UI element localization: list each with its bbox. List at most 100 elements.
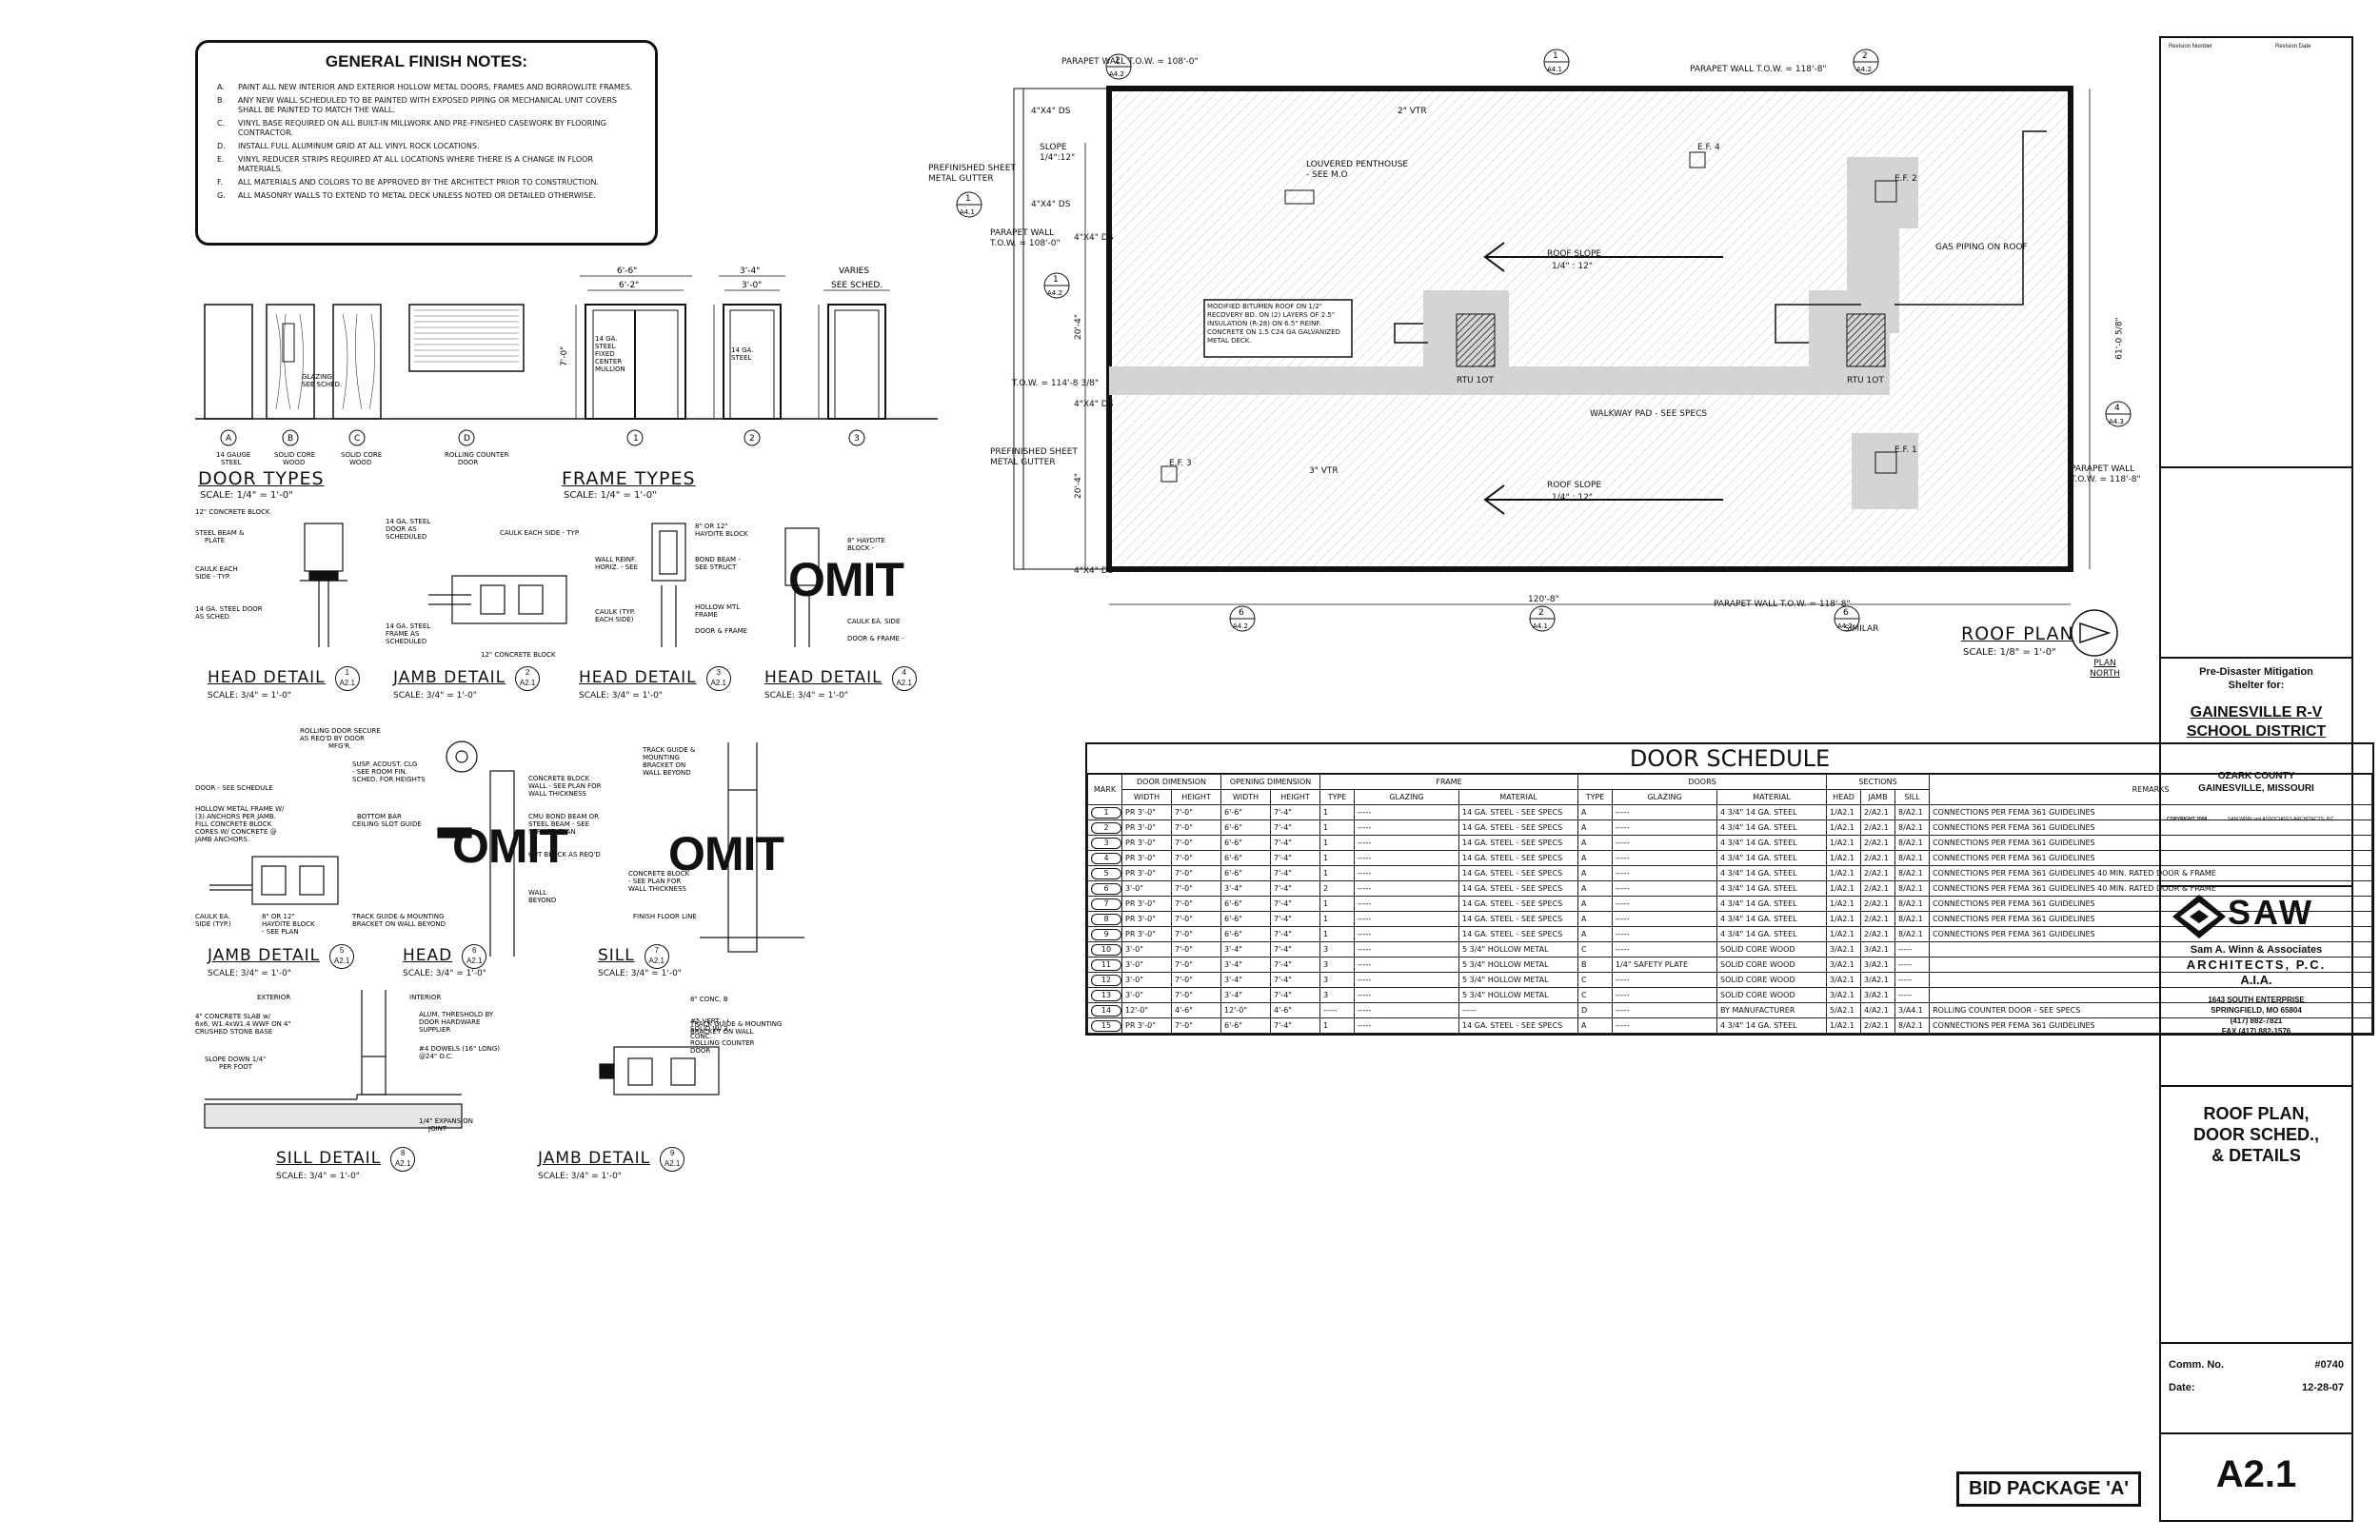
svg-text:12" CONCRETE BLOCK: 12" CONCRETE BLOCK: [481, 651, 556, 659]
detail-title: HEAD: [403, 946, 453, 966]
table-cell: 14 GA. STEEL - SEE SPECS: [1458, 804, 1579, 820]
table-cell: -----: [1319, 1002, 1356, 1018]
table-cell: 7'-0": [1170, 911, 1222, 927]
svg-text:SOLID CORE: SOLID CORE: [274, 451, 315, 459]
svg-text:8" OR 12": 8" OR 12": [262, 913, 295, 920]
door-mark: 5: [1091, 867, 1121, 879]
svg-text:A4.1: A4.1: [960, 208, 975, 216]
table-cell: SOLID CORE WOOD: [1716, 957, 1828, 973]
table-cell: 1: [1319, 926, 1356, 942]
detail-scale: SCALE: 3/4" = 1'-0": [403, 969, 486, 978]
detail-callout-number: 6: [472, 946, 477, 955]
svg-text:14 GA.: 14 GA.: [595, 335, 617, 343]
note-letter: G.: [217, 191, 226, 200]
table-cell: 3/A2.1: [1860, 972, 1896, 988]
table-cell: 2/A2.1: [1860, 1017, 1896, 1034]
title-block: Revision Number Revision Date Pre-Disast…: [2159, 36, 2353, 1522]
svg-text:#5 VERT. - GROUT: #5 VERT. - GROUT: [690, 1017, 728, 1025]
roof-note-membrane: MODIFIED BITUMEN ROOF ON 1/2" RECOVERY B…: [1207, 303, 1340, 345]
svg-text:BLOCK -: BLOCK -: [847, 544, 875, 552]
client-line-2: SCHOOL DISTRICT: [2186, 723, 2327, 740]
table-cell: 3'-4": [1220, 957, 1272, 973]
table-cell: 4 3/4" 14 GA. STEEL: [1716, 835, 1828, 851]
svg-text:GLAZING: GLAZING: [302, 373, 332, 381]
table-cell: 7'-0": [1170, 987, 1222, 1003]
svg-text:1: 1: [1053, 275, 1059, 285]
table-cell: 6'-6": [1220, 896, 1272, 912]
svg-text:A4.2: A4.2: [1109, 70, 1124, 78]
table-cell: 6'-6": [1220, 865, 1272, 881]
table-cell: A: [1577, 819, 1614, 836]
table-cell: 8/A2.1: [1894, 835, 1931, 851]
svg-text:HOLLOW METAL FRAME W/: HOLLOW METAL FRAME W/: [195, 805, 285, 813]
table-cell: -----: [1354, 957, 1460, 973]
table-cell: 3'-4": [1220, 880, 1272, 897]
table-cell: 2/A2.1: [1860, 896, 1896, 912]
svg-text:2: 2: [1538, 608, 1544, 618]
svg-text:2: 2: [1115, 56, 1121, 66]
roof-note-walkway: WALKWAY PAD - SEE SPECS: [1590, 409, 1708, 419]
table-cell: 7'-4": [1270, 941, 1321, 958]
table-cell: 7'-4": [1270, 850, 1321, 866]
svg-text:ROLLING COUNTER: ROLLING COUNTER: [690, 1039, 755, 1047]
table-cell: 12'-0": [1121, 1002, 1172, 1018]
table-cell: 3/A2.1: [1826, 941, 1862, 958]
svg-text:SCHEDULED: SCHEDULED: [386, 533, 426, 541]
svg-text:INTERIOR: INTERIOR: [409, 994, 441, 1001]
svg-text:CONCRETE BLOCK: CONCRETE BLOCK: [628, 870, 690, 878]
table-cell: 7'-4": [1270, 819, 1321, 836]
table-cell: 14 GA. STEEL - SEE SPECS: [1458, 865, 1579, 881]
svg-text:STEEL BEAM &: STEEL BEAM &: [195, 529, 245, 537]
door-mark-cell: 12: [1087, 972, 1122, 988]
svg-text:WALL BEYOND: WALL BEYOND: [643, 769, 691, 777]
table-cell: 1/A2.1: [1826, 835, 1862, 851]
table-cell: 3/A4.1: [1894, 1002, 1931, 1018]
svg-text:7'-0": 7'-0": [560, 346, 569, 366]
date-value: 12-28-07: [2301, 1382, 2344, 1393]
table-cell: 7'-4": [1270, 957, 1321, 973]
note-text: PAINT ALL NEW INTERIOR AND EXTERIOR HOLL…: [238, 83, 633, 91]
table-cell: 8/A2.1: [1894, 896, 1931, 912]
table-cell: 7'-0": [1170, 896, 1222, 912]
svg-text:14 GA. STEEL: 14 GA. STEEL: [386, 622, 430, 630]
project-line-1: Pre-Disaster Mitigation: [2199, 666, 2313, 678]
note-text: VINYL BASE REQUIRED ON ALL BUILT-IN MILL…: [238, 119, 606, 137]
svg-text:STEEL: STEEL: [595, 343, 616, 350]
table-cell: 14 GA. STEEL - SEE SPECS: [1458, 819, 1579, 836]
note-text: ALL MASONRY WALLS TO EXTEND TO METAL DEC…: [238, 191, 596, 200]
door-types-scale: SCALE: 1/4" = 1'-0": [200, 490, 293, 501]
roof-note-slope-upper-val: 1/4" : 12": [1552, 262, 1593, 271]
svg-text:DOOR: DOOR: [690, 1047, 710, 1055]
location-line-1: OZARK COUNTY: [2217, 771, 2295, 781]
note-text: ANY NEW WALL SCHEDULED TO BE PAINTED WIT…: [238, 96, 617, 114]
door-type-c-elevation: [332, 304, 382, 420]
table-cell: 1/A2.1: [1826, 1017, 1862, 1034]
table-cell: -----: [1354, 850, 1460, 866]
detail-title: JAMB DETAIL: [538, 1149, 651, 1169]
svg-text:STEEL: STEEL: [731, 354, 752, 362]
sheet-title-1: ROOF PLAN,: [2203, 1104, 2310, 1123]
svg-text:CAULK EACH SIDE - TYP.: CAULK EACH SIDE - TYP.: [500, 529, 580, 537]
table-cell: 5/A2.1: [1826, 1002, 1862, 1018]
date-label: Date:: [2169, 1382, 2195, 1393]
table-cell: -----: [1894, 987, 1931, 1003]
svg-text:STRUCT. PLAN: STRUCT. PLAN: [528, 828, 576, 836]
door-mark-cell: 4: [1087, 850, 1122, 866]
roof-note-tow-left: T.O.W. = 114'-8 3/8": [1012, 379, 1099, 388]
table-cell: 4 3/4" 14 GA. STEEL: [1716, 880, 1828, 897]
detail-callout-sheet: A2.1: [648, 957, 664, 965]
firm-line-2: ARCHITECTS, P.C.: [2186, 958, 2327, 972]
note-item: C.VINYL BASE REQUIRED ON ALL BUILT-IN MI…: [217, 119, 640, 138]
col-frame-material: MATERIAL: [1458, 789, 1579, 805]
svg-text:HOLLOW MTL: HOLLOW MTL: [695, 603, 740, 611]
svg-text:#4 DOWELS (16" LONG): #4 DOWELS (16" LONG): [419, 1045, 500, 1053]
